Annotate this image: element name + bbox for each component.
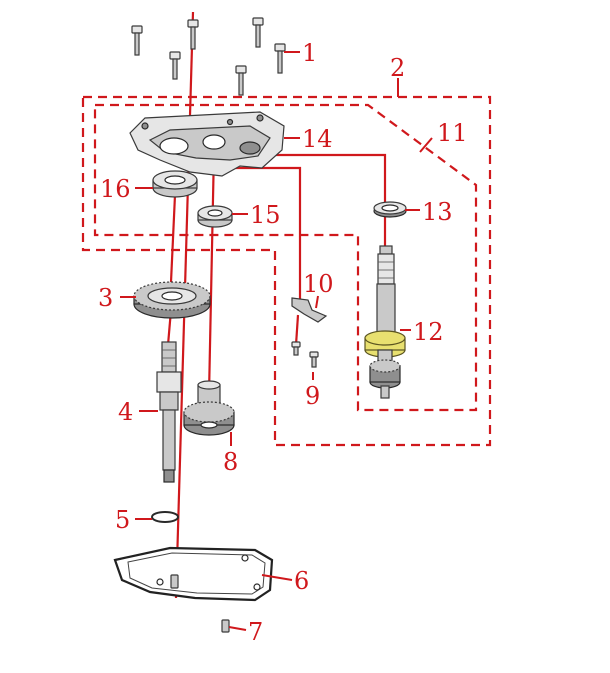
callout-7: 7 [248, 618, 263, 646]
leader-6 [261, 574, 293, 581]
screw-plate [291, 341, 301, 356]
callout-14: 14 [302, 125, 333, 153]
transmission-cover [129, 111, 285, 177]
callout-2: 2 [390, 54, 405, 82]
leader-10 [315, 295, 319, 309]
plate [291, 297, 328, 323]
group-2-outline [81, 95, 492, 447]
bearing-small [197, 205, 233, 228]
callout-16: 16 [100, 175, 131, 203]
counter-shaft [156, 341, 182, 483]
bolt-1c [252, 17, 264, 48]
axis-line-plate [228, 166, 302, 300]
callout-11: 11 [437, 119, 468, 147]
callout-9: 9 [305, 382, 320, 410]
callout-12: 12 [413, 318, 444, 346]
callout-15: 15 [250, 201, 281, 229]
final-shaft [364, 245, 406, 399]
bolt-1e [235, 65, 247, 96]
callout-10: 10 [303, 270, 334, 298]
axis-line-bearing16 [169, 194, 177, 283]
leader-7 [228, 626, 247, 631]
gasket [113, 546, 274, 602]
callout-4: 4 [118, 398, 133, 426]
callout-3: 3 [98, 284, 113, 312]
group-11-outline [93, 103, 478, 412]
bolt-1d [169, 51, 181, 80]
circlip [151, 511, 179, 523]
leader-11 [419, 137, 433, 153]
bolt-1f [274, 43, 286, 74]
dowel-pin [221, 619, 230, 633]
axis-line-plate-screw [294, 314, 300, 346]
driven-gear [133, 281, 211, 319]
oil-seal [373, 201, 407, 218]
callout-8: 8 [223, 448, 238, 476]
screw-9 [309, 351, 319, 368]
callout-1: 1 [302, 39, 317, 67]
bearing-large [152, 170, 198, 198]
bolt-1b [187, 19, 199, 50]
bolt-1a [131, 25, 143, 56]
callout-5: 5 [115, 506, 130, 534]
axis-line-bearing15 [207, 149, 216, 396]
dowel-pin-gasket [170, 574, 179, 589]
callout-6: 6 [294, 567, 309, 595]
drive-gear [183, 380, 235, 436]
callout-13: 13 [422, 198, 453, 226]
